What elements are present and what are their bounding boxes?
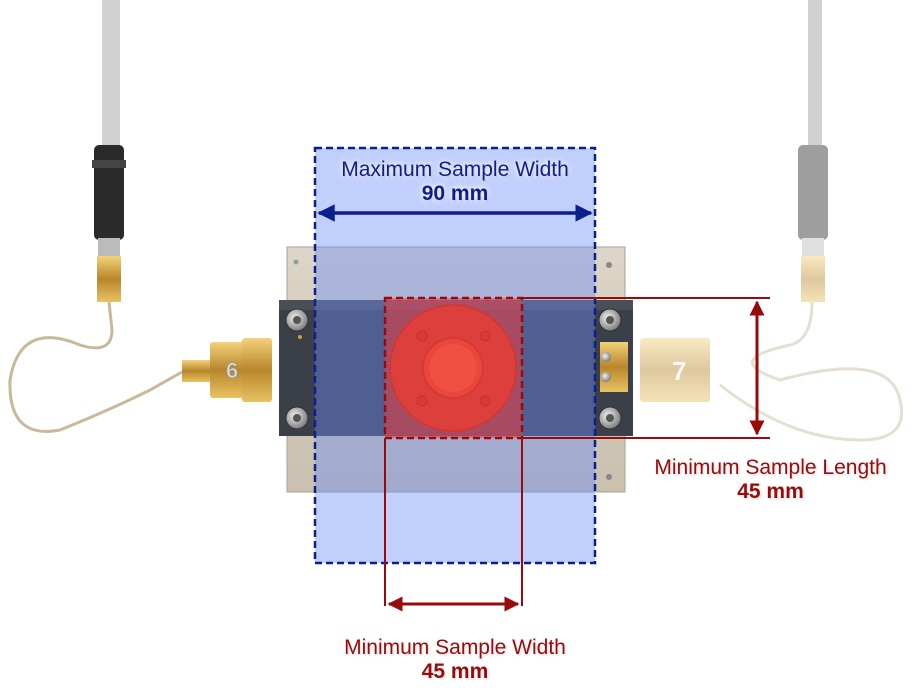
min-width-value: 45 mm: [421, 660, 489, 684]
min-length-label: Minimum Sample Length 45 mm: [628, 456, 913, 504]
corner-screws: [285, 308, 622, 430]
min-width-title: Minimum Sample Width: [344, 636, 566, 659]
min-length-value: 45 mm: [737, 480, 804, 504]
min-length-title: Minimum Sample Length: [654, 456, 887, 479]
max-width-value: 90 mm: [421, 182, 489, 206]
max-width-label: Maximum Sample Width 90 mm: [314, 158, 596, 206]
min-sample-area: [383, 296, 524, 440]
port-number-right: 7: [672, 356, 686, 386]
max-width-title: Maximum Sample Width: [341, 158, 569, 181]
port-number-left: 6: [226, 358, 238, 383]
min-width-label: Minimum Sample Width 45 mm: [300, 636, 610, 684]
left-sma-connector: 6: [182, 338, 272, 402]
plate-screw-icon: [606, 474, 612, 480]
right-cable: 7: [640, 0, 903, 442]
left-cable: [8, 0, 183, 433]
plate-screw-icon: [606, 262, 612, 268]
